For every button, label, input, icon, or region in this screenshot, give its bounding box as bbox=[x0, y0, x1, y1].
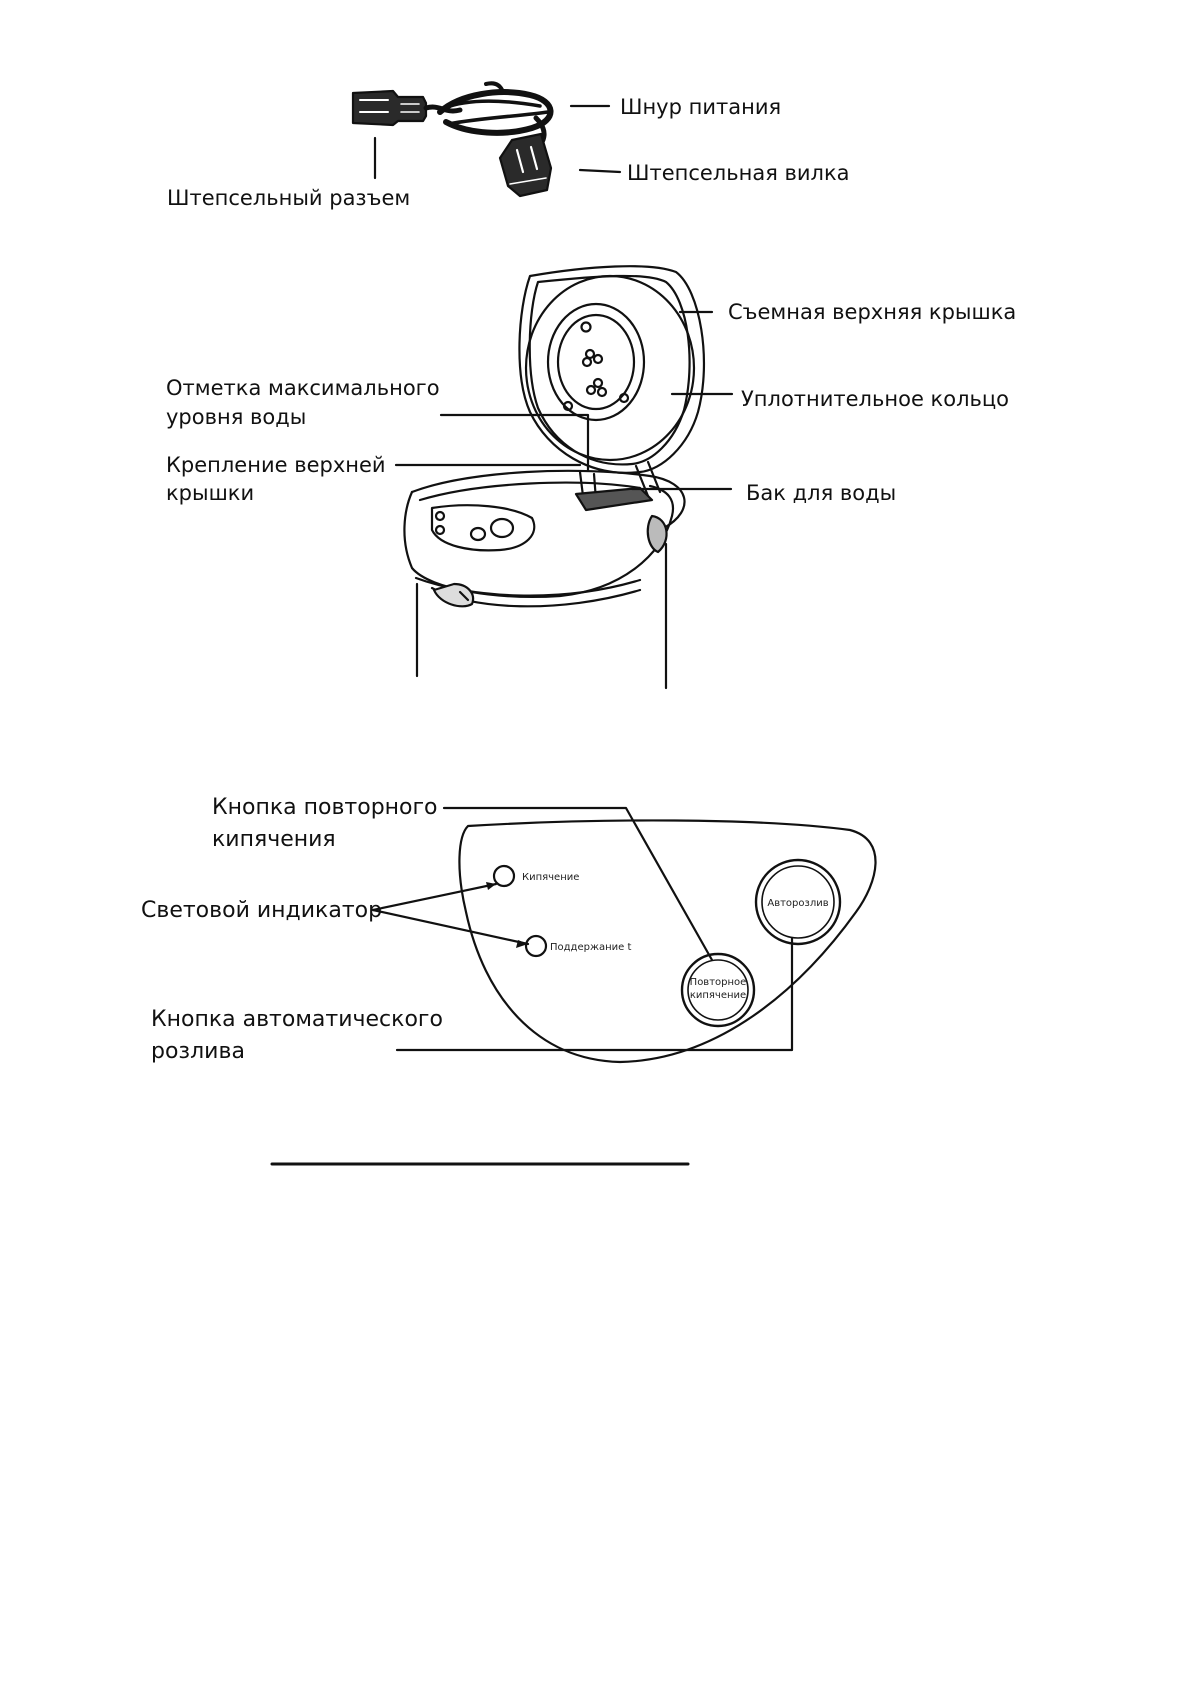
reboil-leader bbox=[442, 806, 714, 962]
kettle-illustration bbox=[403, 265, 706, 608]
label-reboil-button-line1: Кнопка повторного bbox=[212, 795, 438, 820]
label-max-level-line2: уровня воды bbox=[166, 405, 307, 429]
label-connector: Штепсельный разъем bbox=[167, 186, 411, 210]
reboil-button-text-1: Повторное bbox=[690, 977, 747, 988]
max-level-leader bbox=[439, 413, 590, 472]
boil-indicator-text: Кипячение bbox=[522, 872, 579, 883]
label-seal-ring: Уплотнительное кольцо bbox=[741, 387, 1010, 411]
control-panel-illustration bbox=[458, 819, 877, 1064]
label-autopour-button-line2: розлива bbox=[151, 1039, 245, 1064]
label-reboil-button-line2: кипячения bbox=[212, 827, 336, 852]
label-light-indicator: Световой индикатор bbox=[141, 898, 383, 923]
keep-warm-indicator-light bbox=[524, 934, 548, 958]
reboil-button-text-2: кипячение bbox=[690, 990, 746, 1001]
indicator-leader-2 bbox=[371, 908, 530, 946]
autopour-leader bbox=[395, 936, 794, 1052]
keep-warm-indicator-text: Поддержание t bbox=[550, 942, 631, 953]
label-lid-mount-line1: Крепление верхней bbox=[166, 453, 386, 477]
label-removable-lid: Съемная верхняя крышка bbox=[728, 300, 1017, 324]
label-autopour-button-line1: Кнопка автоматического bbox=[151, 1007, 443, 1032]
power-cord-illustration bbox=[351, 81, 554, 198]
reboil-button-outer bbox=[680, 952, 756, 1028]
indicator-leader-1 bbox=[371, 882, 498, 912]
boil-indicator-light bbox=[492, 864, 516, 888]
plug-leader bbox=[578, 168, 622, 174]
label-plug: Штепсельная вилка bbox=[627, 161, 850, 185]
label-max-level-line1: Отметка максимального bbox=[166, 376, 440, 400]
label-water-tank: Бак для воды bbox=[746, 481, 897, 505]
label-lid-mount-line2: крышки bbox=[166, 481, 255, 505]
autopour-button-text: Авторозлив bbox=[767, 898, 828, 909]
label-power-cord: Шнур питания bbox=[620, 95, 782, 119]
autopour-button-outer bbox=[754, 858, 842, 946]
